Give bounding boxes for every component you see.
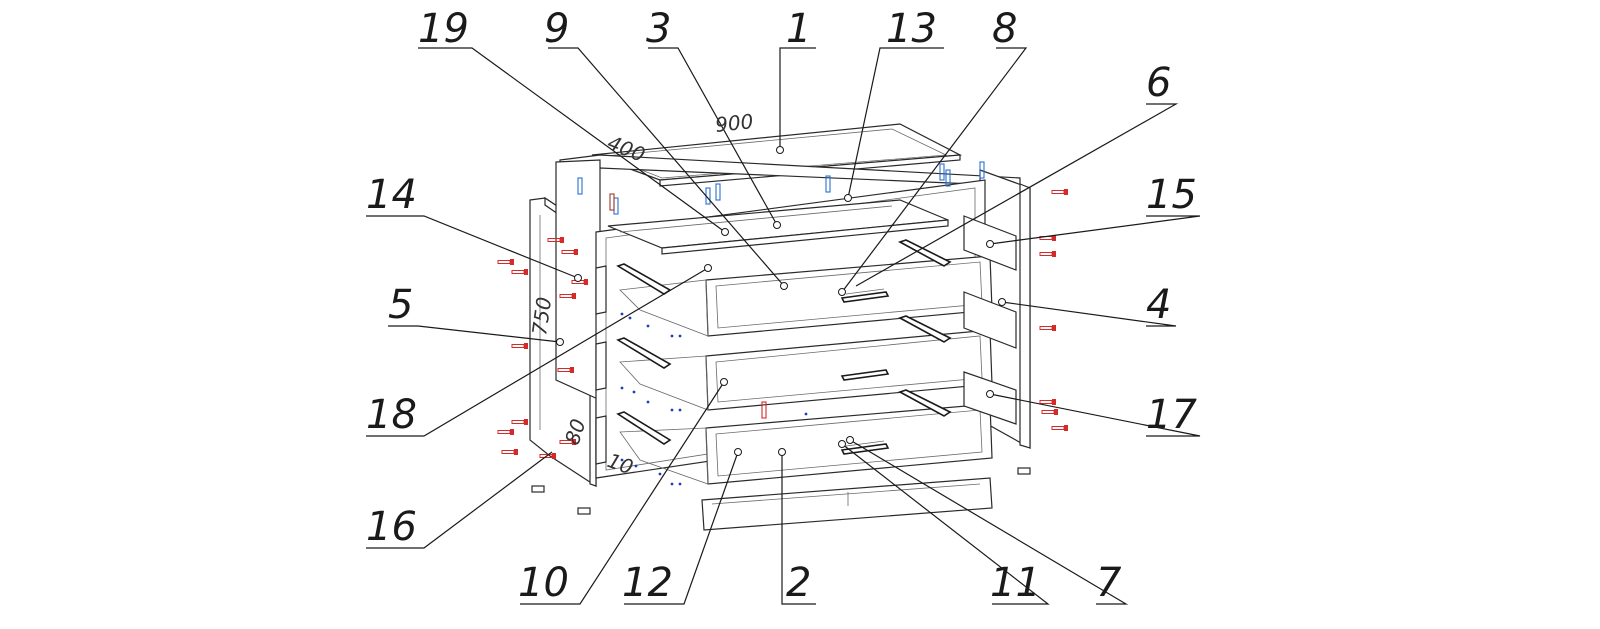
- callout-15: 15: [1146, 172, 1197, 218]
- callout-10: 10: [518, 560, 569, 606]
- screw-icon: [497, 429, 514, 435]
- dowel-icon: [577, 177, 583, 195]
- dowel-icon: [715, 183, 721, 201]
- callout-6: 6: [1146, 60, 1171, 106]
- dowel-icon: [613, 197, 619, 215]
- screw-icon: [547, 237, 564, 243]
- hole-dot: [670, 482, 674, 486]
- hole-dot: [678, 482, 682, 486]
- dowel-icon: [761, 401, 767, 419]
- screw-icon: [501, 449, 518, 455]
- hole-dot: [646, 400, 650, 404]
- callout-17: 17: [1146, 392, 1197, 438]
- handle-top: [840, 288, 890, 303]
- leader-16: [366, 451, 553, 549]
- screw-icon: [1039, 399, 1056, 405]
- hole-dot: [678, 334, 682, 338]
- leader-1: [779, 47, 816, 150]
- leader-18: [366, 267, 709, 437]
- drawer-front-bottom: [705, 403, 993, 485]
- fasteners: [497, 161, 1068, 486]
- hole-dot: [634, 464, 638, 468]
- leader-6: [855, 103, 1179, 287]
- screw-icon: [511, 269, 528, 275]
- leader-19: [418, 47, 726, 233]
- callout-9: 9: [544, 6, 569, 52]
- handle-middle: [840, 369, 890, 381]
- hole-dot: [646, 324, 650, 328]
- leader-lines: [366, 47, 1201, 605]
- screw-icon: [1051, 189, 1068, 195]
- screw-icon: [511, 343, 528, 349]
- screw-icon: [1051, 425, 1068, 431]
- dowel-icon: [979, 161, 985, 179]
- screw-icon: [1039, 251, 1056, 257]
- leader-7: [849, 439, 1129, 605]
- dowel-icon: [939, 163, 945, 181]
- callout-3: 3: [646, 6, 671, 52]
- callout-12: 12: [622, 560, 673, 606]
- screw-icon: [1039, 325, 1056, 331]
- dim-width: 900: [714, 109, 754, 137]
- dowel-icon: [945, 169, 951, 187]
- plinth: [701, 477, 993, 531]
- callout-11: 11: [990, 560, 1041, 606]
- hole-dot: [620, 458, 624, 462]
- leader-4: [1001, 301, 1177, 327]
- hole-dot: [620, 312, 624, 316]
- callout-8: 8: [992, 6, 1017, 52]
- leader-15: [989, 215, 1201, 245]
- hole-dot: [628, 316, 632, 320]
- leader-2: [781, 452, 816, 605]
- callout-7: 7: [1096, 560, 1122, 606]
- foot: [531, 485, 545, 493]
- drawer-side-bar: [616, 411, 672, 445]
- dim-height: 750: [527, 296, 556, 337]
- callout-2: 2: [786, 560, 811, 606]
- leader-13: [847, 47, 944, 199]
- hole-dot: [678, 408, 682, 412]
- callout-5: 5: [388, 282, 413, 328]
- leader-9: [548, 47, 785, 287]
- callout-numbers: 19 9 3 1 13 8 6 15 4 17 7 11 2 12 10 16 …: [366, 6, 1197, 606]
- screw-icon: [557, 367, 574, 373]
- callout-16: 16: [366, 504, 417, 550]
- callout-19: 19: [418, 6, 469, 52]
- screw-icon: [561, 249, 578, 255]
- hole-dot: [670, 408, 674, 412]
- screw-icon: [497, 259, 514, 265]
- leader-12: [624, 451, 739, 605]
- foot: [577, 507, 591, 515]
- callout-13: 13: [886, 6, 937, 52]
- screw-icon: [559, 293, 576, 299]
- callout-1: 1: [786, 6, 811, 52]
- leader-3: [648, 47, 778, 226]
- screw-icon: [1041, 409, 1058, 415]
- callout-14: 14: [366, 172, 417, 218]
- leader-5: [388, 325, 561, 343]
- drawer-side-bar: [616, 337, 672, 369]
- leader-14: [366, 215, 579, 279]
- callout-targets: [556, 146, 1006, 456]
- callout-18: 18: [366, 392, 417, 438]
- leader-17: [989, 393, 1201, 437]
- hole-dot: [670, 334, 674, 338]
- dowel-icon: [609, 193, 615, 211]
- leader-8: [841, 47, 1028, 293]
- screw-icon: [511, 419, 528, 425]
- callout-4: 4: [1146, 282, 1171, 328]
- runner-left-top: [595, 265, 607, 315]
- cabinet-drawing: [529, 123, 1031, 531]
- screw-icon: [539, 453, 556, 459]
- hole-dot: [632, 390, 636, 394]
- foot: [1017, 467, 1031, 475]
- leader-11: [841, 443, 1050, 605]
- screw-icon: [559, 439, 576, 445]
- leader-10: [520, 381, 725, 605]
- hole-dot: [658, 472, 662, 476]
- hole-dot: [620, 386, 624, 390]
- dowel-icon: [825, 175, 831, 193]
- hole-dot: [804, 412, 808, 416]
